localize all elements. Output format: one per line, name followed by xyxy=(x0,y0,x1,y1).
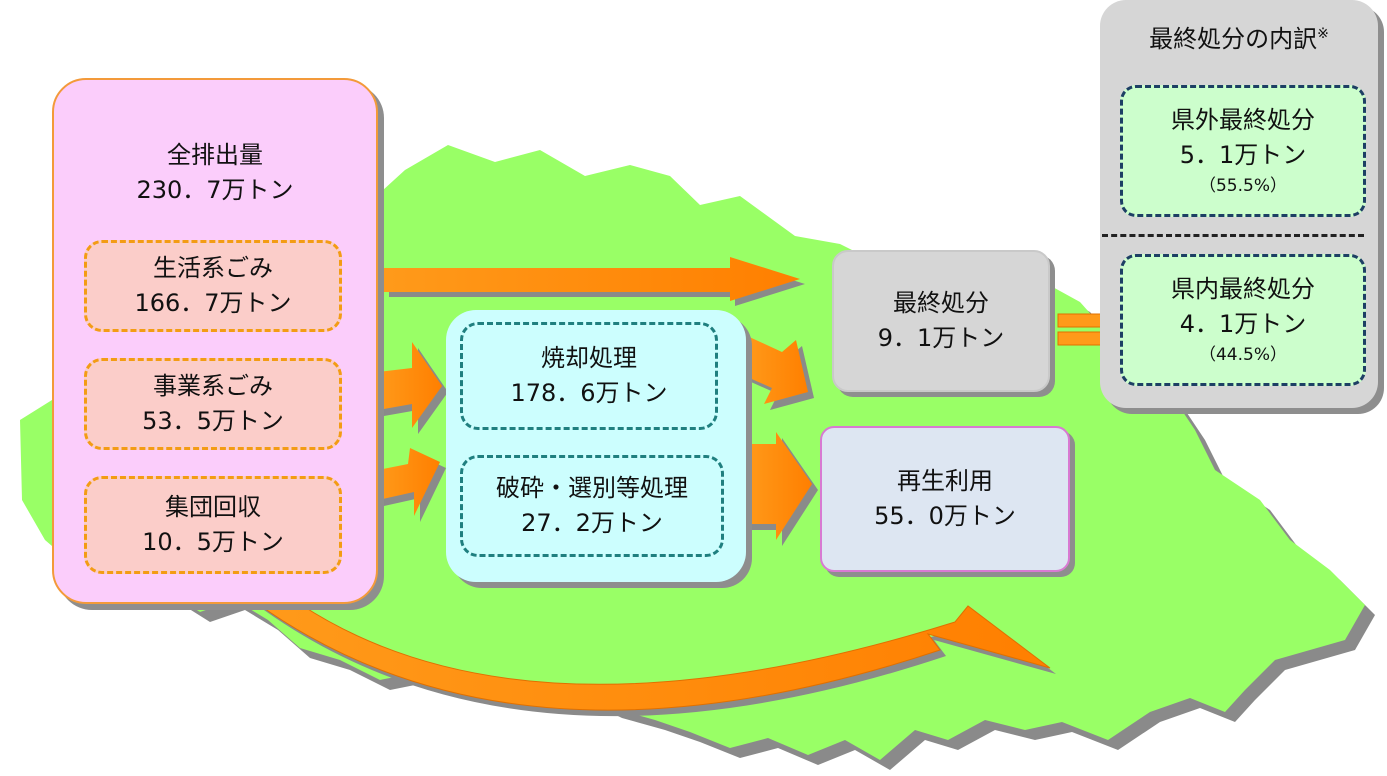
recycling-value: 55．0万トン xyxy=(874,502,1016,530)
breakdown-item-share: （44.5%） xyxy=(1198,345,1287,366)
source-group-collection-box: 集団回収 10．5万トン xyxy=(84,476,342,574)
source-value: 166．7万トン xyxy=(134,289,292,317)
out-of-prefecture-box: 県外最終処分 5．1万トン （55.5%） xyxy=(1120,85,1366,217)
source-label: 生活系ごみ xyxy=(153,254,273,283)
recycling-box: 再生利用 55．0万トン xyxy=(820,426,1070,572)
final-label: 最終処分 xyxy=(893,289,989,318)
final-disposal-box: 最終処分 9．1万トン xyxy=(832,250,1050,392)
in-prefecture-box: 県内最終処分 4．1万トン （44.5%） xyxy=(1120,254,1366,386)
source-business-box: 事業系ごみ 53．5万トン xyxy=(84,358,342,450)
arrow-to-crushing xyxy=(378,448,440,516)
equals-bar-bottom xyxy=(1057,331,1107,346)
breakdown-title-mark: ※ xyxy=(1317,26,1329,42)
arrow-incineration-to-final xyxy=(745,335,808,404)
total-value: 230．7万トン xyxy=(136,175,294,204)
breakdown-title: 最終処分の内訳※ xyxy=(1149,22,1329,57)
recycling-label: 再生利用 xyxy=(897,467,993,496)
source-label: 集団回収 xyxy=(165,493,261,522)
source-label: 事業系ごみ xyxy=(153,372,273,401)
processing-label: 焼却処理 xyxy=(541,344,637,373)
breakdown-item-label: 県外最終処分 xyxy=(1171,105,1315,134)
breakdown-item-value: 5．1万トン xyxy=(1179,140,1307,169)
arrow-direct-recycling xyxy=(256,603,1051,711)
arrow-to-incineration xyxy=(378,342,442,428)
source-value: 53．5万トン xyxy=(142,407,284,435)
arrow-to-final xyxy=(384,257,800,301)
incineration-box: 焼却処理 178．6万トン xyxy=(460,322,718,430)
breakdown-item-label: 県内最終処分 xyxy=(1171,274,1315,303)
crushing-sorting-box: 破砕・選別等処理 27．2万トン xyxy=(460,455,724,557)
total-label: 全排出量 xyxy=(167,141,263,169)
processing-value: 178．6万トン xyxy=(510,379,668,407)
processing-box xyxy=(446,310,746,582)
processing-value: 27．2万トン xyxy=(521,509,663,537)
breakdown-divider xyxy=(1102,234,1364,237)
source-value: 10．5万トン xyxy=(142,528,284,556)
source-household-box: 生活系ごみ 166．7万トン xyxy=(84,240,342,332)
breakdown-item-value: 4．1万トン xyxy=(1179,309,1307,338)
arrow-to-recycling xyxy=(745,432,812,540)
breakdown-title-text: 最終処分の内訳 xyxy=(1149,25,1318,53)
processing-label: 破砕・選別等処理 xyxy=(496,474,688,503)
equals-bar-top xyxy=(1057,313,1107,328)
breakdown-item-share: （55.5%） xyxy=(1198,176,1287,197)
final-value: 9．1万トン xyxy=(877,324,1005,352)
